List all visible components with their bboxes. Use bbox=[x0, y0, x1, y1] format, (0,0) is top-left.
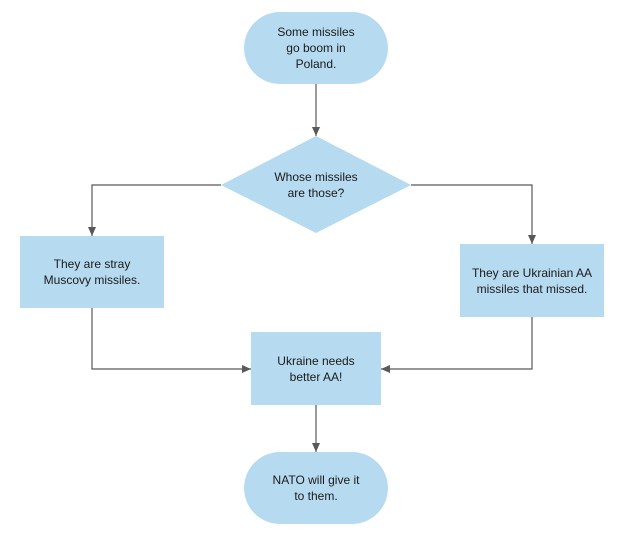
left-branch-label: They are stray Muscovy missiles. bbox=[43, 257, 141, 287]
decision-label: Whose missiles are those? bbox=[274, 170, 358, 200]
end-label: NATO will give it to them. bbox=[272, 473, 360, 503]
right-branch-process-shape bbox=[460, 244, 604, 317]
edge-decision-to-right-branch bbox=[411, 184, 536, 244]
start-label: Some missiles go boom in Poland. bbox=[277, 25, 355, 71]
start-terminator-shape bbox=[244, 12, 388, 84]
left-branch-process-shape bbox=[20, 236, 164, 308]
merge-process-shape bbox=[251, 332, 381, 405]
decision-diamond-shape bbox=[221, 136, 411, 233]
merge-label: Ukraine needs better AA! bbox=[277, 353, 355, 384]
edge-left-branch-to-merge bbox=[91, 308, 251, 373]
edge-decision-to-left-branch bbox=[88, 184, 221, 236]
right-branch-label: They are Ukrainian AA missiles that miss… bbox=[471, 265, 593, 296]
end-terminator-shape bbox=[244, 452, 388, 524]
edge-right-branch-to-merge bbox=[381, 317, 533, 373]
